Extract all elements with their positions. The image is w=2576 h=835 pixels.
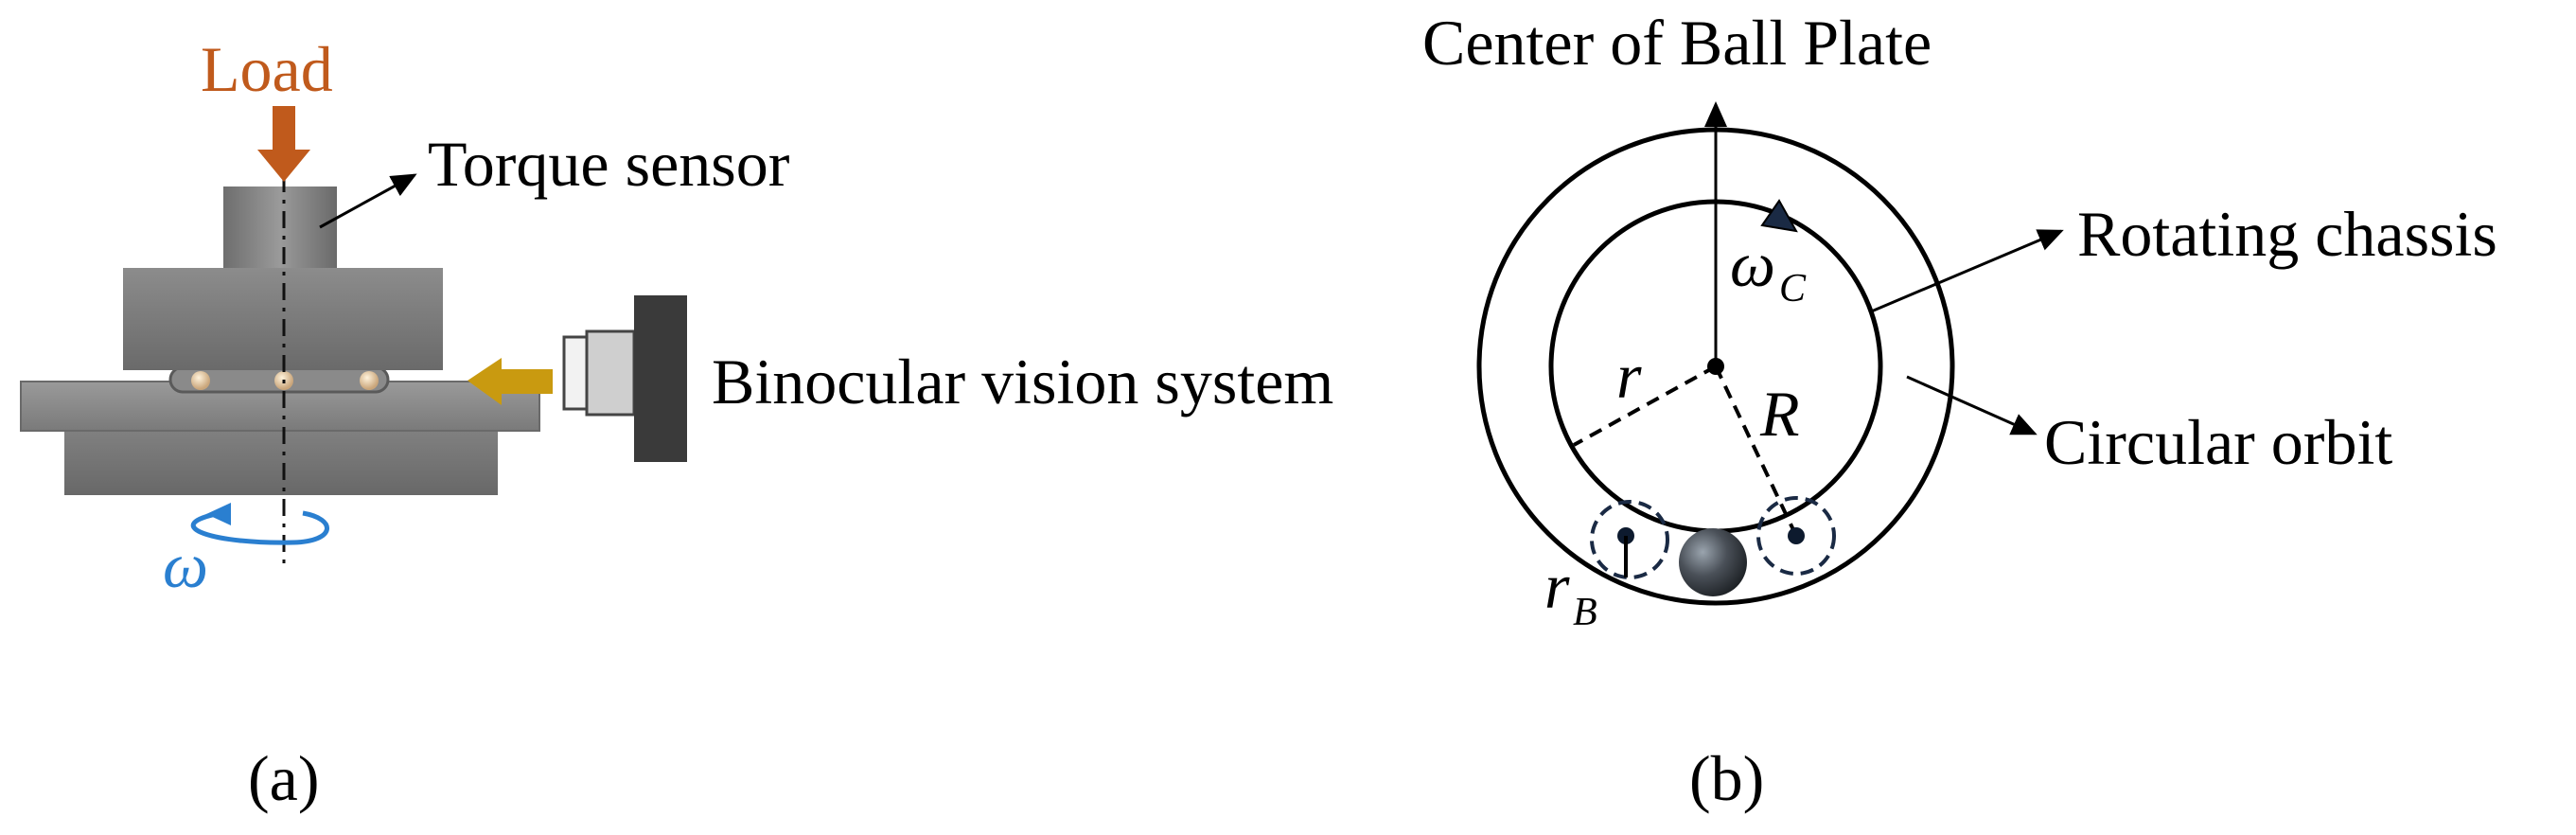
rotation-arrow-head bbox=[206, 503, 231, 525]
load-arrow-shaft bbox=[273, 106, 295, 153]
caption-b: (b) bbox=[1689, 742, 1764, 814]
torque-sensor-body bbox=[223, 187, 337, 268]
vision-arrow bbox=[468, 358, 553, 405]
panel-a: Load Torque sensor Binocular vision syst… bbox=[20, 33, 1333, 814]
load-arrow-head bbox=[257, 150, 310, 182]
center-label: Center of Ball Plate bbox=[1422, 7, 1932, 79]
omega-c-symbol: ω bbox=[1730, 228, 1775, 300]
base-block bbox=[64, 431, 498, 495]
camera-lens bbox=[562, 335, 589, 411]
ball-center-right bbox=[1788, 527, 1805, 544]
radius-R-label: R bbox=[1759, 378, 1800, 450]
radius-R-line bbox=[1714, 365, 1798, 537]
orbit-pointer bbox=[1906, 375, 2038, 435]
caption-a: (a) bbox=[248, 742, 319, 814]
circular-orbit-label: Circular orbit bbox=[2044, 406, 2392, 478]
camera-body bbox=[585, 329, 636, 417]
rotating-pointer bbox=[1868, 229, 2064, 314]
omega-c-sub: C bbox=[1779, 267, 1807, 311]
small-ball bbox=[191, 371, 210, 390]
torque-pointer bbox=[319, 173, 417, 229]
radius-r-label: r bbox=[1616, 340, 1642, 412]
radius-r-line bbox=[1573, 364, 1717, 447]
vision-system-label: Binocular vision system bbox=[712, 346, 1333, 418]
radius-rb-symbol: r bbox=[1544, 550, 1570, 622]
rotating-chassis-label: Rotating chassis bbox=[2077, 198, 2497, 270]
omega-symbol: ω bbox=[163, 529, 208, 601]
ball-position-left bbox=[1590, 500, 1669, 579]
radius-rb-sub: B bbox=[1573, 591, 1597, 634]
torque-sensor-label: Torque sensor bbox=[428, 128, 790, 200]
panel-b: Center of Ball Plate r R ω C Rotating ch… bbox=[1422, 7, 2497, 814]
ball-position-right bbox=[1756, 496, 1836, 576]
omega-c-arrow-head bbox=[1760, 199, 1798, 233]
load-label: Load bbox=[201, 33, 333, 105]
rotation-arrow bbox=[190, 510, 329, 545]
camera-mount bbox=[634, 295, 687, 462]
steel-ball bbox=[1679, 528, 1747, 596]
small-ball bbox=[360, 371, 379, 390]
